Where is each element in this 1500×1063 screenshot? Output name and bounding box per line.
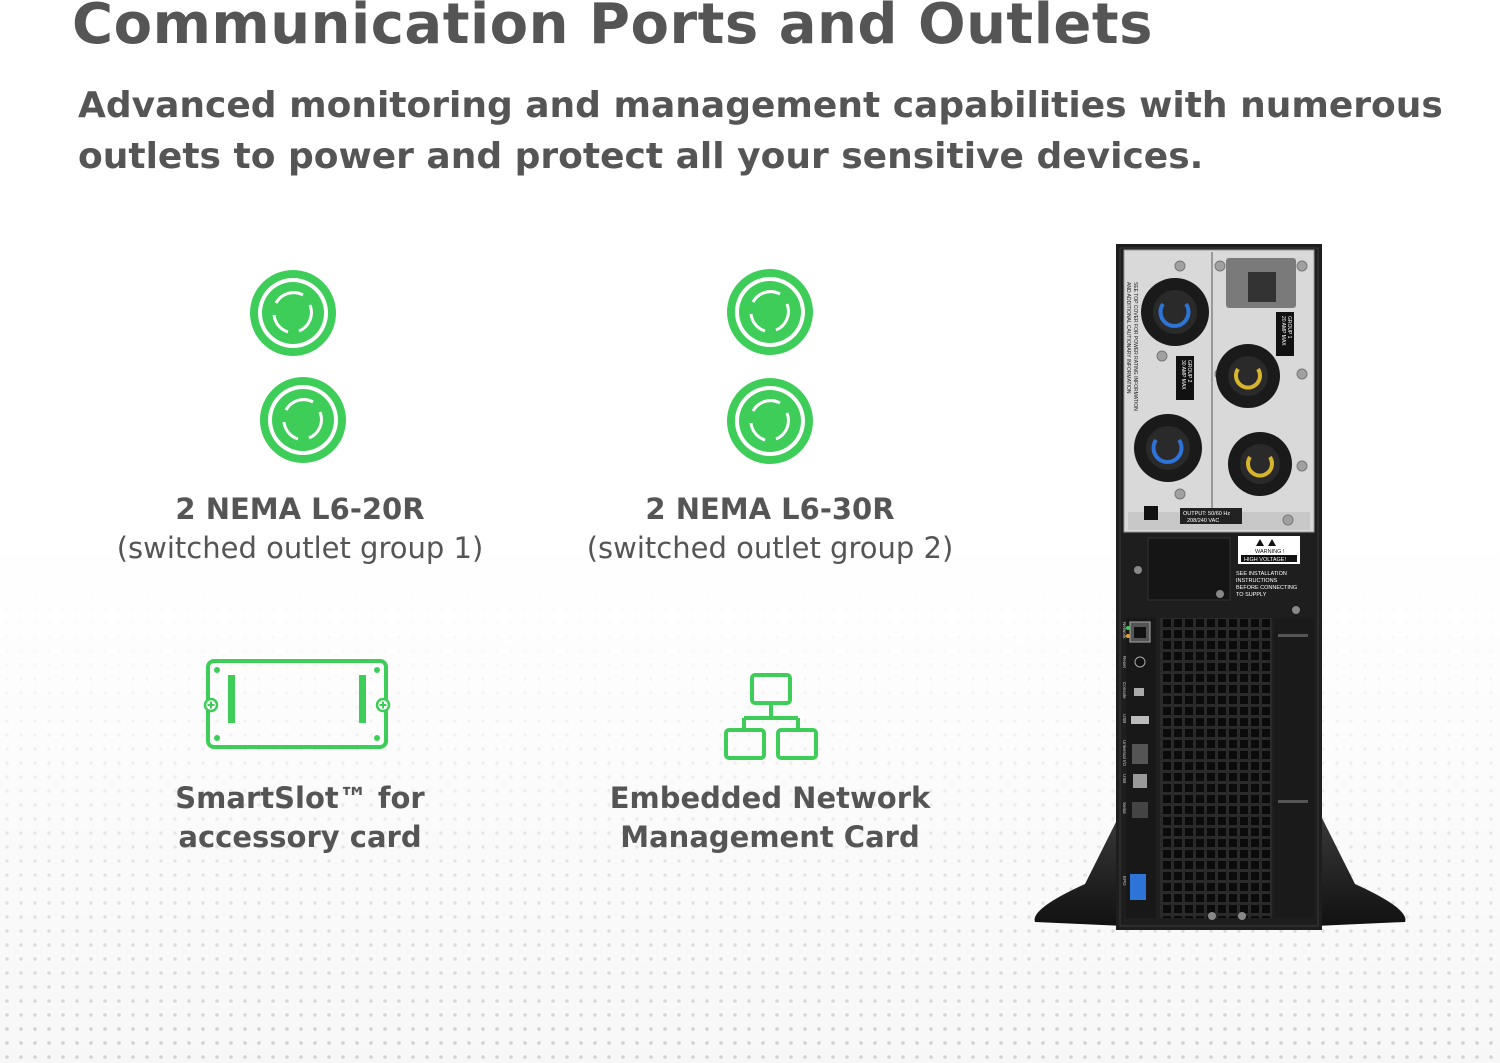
feature-network-card-caption: Embedded Network Management Card	[570, 779, 970, 857]
feature-nema-l6-20r-caption: 2 NEMA L6-20R (switched outlet group 1)	[90, 490, 510, 568]
feature-title: 2 NEMA L6-30R	[645, 492, 895, 526]
feature-detail: accessory card	[178, 820, 422, 854]
l6-20r-outlet	[1228, 432, 1292, 496]
network-hierarchy-icon	[724, 673, 818, 760]
nema-l6-20r-outlet-icon	[250, 270, 346, 463]
nema-l6-30r-outlet-icon	[727, 269, 813, 464]
install-note-3: BEFORE CONNECTING	[1236, 585, 1297, 591]
panel-side-note-1: SEE TOP COVER FOR POWER RATING INFORMATI…	[1132, 282, 1138, 411]
smartslot-card-icon	[203, 659, 391, 749]
feature-nema-l6-30r-caption: 2 NEMA L6-30R (switched outlet group 2)	[560, 490, 980, 568]
port-usb-label: USB	[1122, 714, 1127, 723]
feature-title: SmartSlot™ for	[175, 781, 425, 815]
port-serial-label: Serial	[1122, 802, 1127, 814]
feature-detail: Management Card	[620, 820, 920, 854]
port-universal-io-label: Universal I/O	[1122, 740, 1127, 767]
ups-foot-right	[1315, 814, 1406, 926]
warning-text: WARNING !	[1255, 549, 1285, 555]
communication-ports-column	[1126, 618, 1156, 918]
install-note-1: SEE INSTALLATION	[1236, 571, 1287, 577]
l6-30r-outlet	[1141, 278, 1209, 346]
l6-30r-outlet	[1134, 414, 1202, 482]
page-title: Communication Ports and Outlets	[72, 0, 1153, 57]
ventilation-grill	[1160, 618, 1272, 918]
port-epo-label: EPO	[1122, 876, 1127, 886]
page-subtitle: Advanced monitoring and management capab…	[78, 85, 1443, 177]
feature-detail: (switched outlet group 1)	[116, 531, 484, 565]
feature-title: Embedded Network	[609, 781, 931, 815]
port-reset-label: Reset	[1122, 656, 1127, 669]
ups-rear-panel-image: SEE TOP COVER FOR POWER RATING INFORMATI…	[1034, 244, 1406, 930]
port-usb-b-label: USB	[1122, 774, 1127, 783]
l6-20r-outlet	[1216, 344, 1280, 408]
group1-label: GROUP 1	[1286, 316, 1292, 339]
high-voltage-text: HIGH VOLTAGE!	[1244, 557, 1286, 563]
group2-rating: 30 AMP MAX	[1180, 360, 1186, 390]
output-voltage-label: 208/240 VAC	[1187, 518, 1219, 524]
high-voltage-warning-label: WARNING ! HIGH VOLTAGE!	[1238, 536, 1300, 564]
feature-smartslot-caption: SmartSlot™ for accessory card	[100, 779, 500, 857]
port-console-label: Console	[1122, 682, 1127, 699]
feature-title: 2 NEMA L6-20R	[175, 492, 425, 526]
group2-label: GROUP 2	[1186, 360, 1192, 383]
install-note-2: INSTRUCTIONS	[1236, 578, 1278, 584]
panel-side-note-2: AND ADDITIONAL CAUTIONARY INFORMATION	[1125, 282, 1131, 394]
group1-rating: 20 AMP MAX	[1280, 316, 1286, 346]
ups-foot-left	[1034, 814, 1125, 926]
output-frequency-label: OUTPUT: 50/60 Hz	[1183, 511, 1230, 517]
install-note-4: TO SUPPLY	[1236, 592, 1267, 598]
port-network-label: Network	[1122, 622, 1127, 639]
feature-detail: (switched outlet group 2)	[586, 531, 954, 565]
